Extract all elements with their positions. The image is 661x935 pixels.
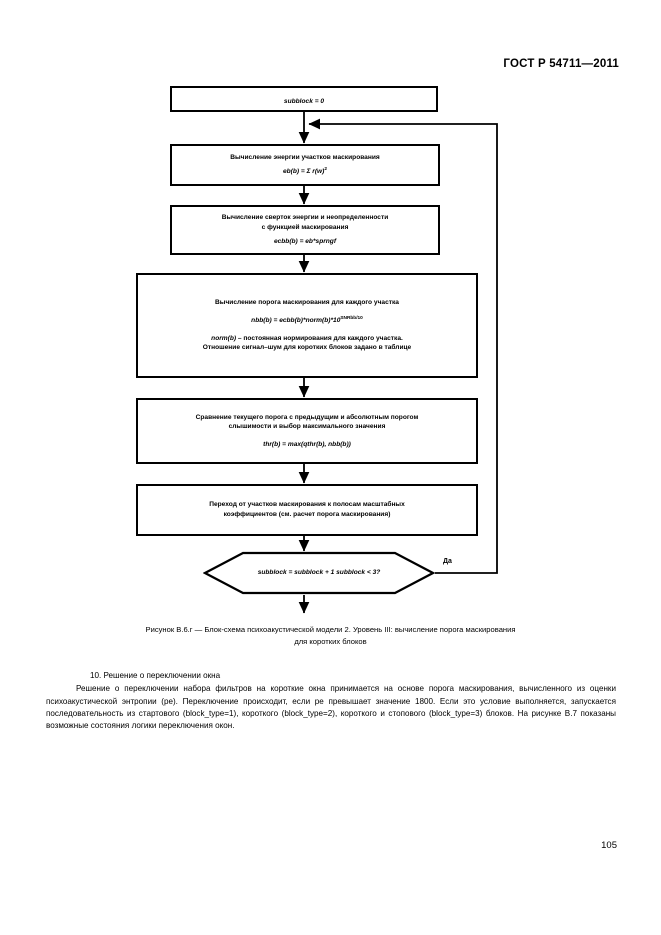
flow-node-compare: Сравнение текущего порога с предыдущим и…: [136, 398, 478, 464]
flow-node-mapping-title-line2: коэффициентов (см. расчет порога маскиро…: [223, 511, 391, 518]
decision-hexagon-shape: [203, 551, 435, 595]
figure-caption-line1: Рисунок В.6.г — Блок-схема психоакустиче…: [145, 625, 516, 634]
figure-caption-line2: для коротких блоков: [294, 636, 367, 646]
flow-node-threshold-note-symbol: norm(b): [211, 334, 237, 342]
flow-node-decision-text: subblock = subblock + 1 subblock < 3?: [258, 568, 381, 578]
flow-node-threshold-formula-exponent: SNRbb/10: [340, 315, 363, 321]
flow-node-compare-title-line2: слышимости и выбор максимального значени…: [228, 423, 386, 431]
flow-node-convolution-title-line1: Вычисление сверток энергии и неопределен…: [221, 214, 389, 222]
flow-node-threshold-note-line2: Отношение сигнал–шум для коротких блоков…: [202, 344, 412, 352]
section-heading: 10. Решение о переключении окна: [90, 671, 221, 680]
figure-caption: Рисунок В.6.г — Блок-схема психоакустиче…: [0, 624, 661, 648]
flow-node-compare-formula: thr(b) = max(qthr(b), nbb(b)): [263, 440, 351, 448]
flow-node-start: subblock = 0: [170, 86, 438, 112]
flow-node-decision-line2: subblock < 3?: [336, 569, 381, 577]
flow-node-start-text: subblock = 0: [283, 97, 325, 105]
flow-node-decision: subblock = subblock + 1 subblock < 3?: [203, 551, 435, 595]
flowchart-connectors: [298, 112, 498, 614]
flow-node-compare-title-line1: Сравнение текущего порога с предыдущим и…: [195, 413, 419, 421]
flow-node-threshold-title: Вычисление порога маскирования для каждо…: [215, 299, 399, 307]
flow-edge-label-yes: Да: [443, 558, 452, 565]
flow-node-threshold-note-text: – постоянная нормирования для каждого уч…: [236, 334, 403, 342]
flow-node-threshold-note-line1: norm(b) – постоянная нормирования для ка…: [211, 334, 403, 344]
flow-node-threshold-formula: nbb(b) = ecbb(b)*norm(b)*10SNRbb/10: [251, 315, 363, 325]
flowchart-diagram: subblock = 0 Вычисление энергии участков…: [136, 86, 498, 614]
flow-node-energy-formula: eb(b) = Σ r(w)2: [282, 167, 328, 176]
document-standard-header: ГОСТ Р 54711—2011: [503, 58, 619, 70]
body-text-block: 10. Решение о переключении окна Решение …: [46, 670, 616, 732]
flow-node-energy-title: Вычисление энергии участков маскирования: [230, 153, 380, 161]
flow-node-convolution: Вычисление сверток энергии и неопределен…: [170, 205, 440, 255]
flow-node-energy-formula-exponent: 2: [324, 167, 328, 173]
flow-node-decision-line1: subblock = subblock + 1: [257, 569, 335, 577]
flow-node-mapping: Переход от участков маскирования к полос…: [136, 484, 478, 536]
flow-node-energy: Вычисление энергии участков маскирования…: [170, 144, 440, 186]
page-number: 105: [601, 840, 617, 851]
flow-node-threshold: Вычисление порога маскирования для каждо…: [136, 273, 478, 378]
section-paragraph: Решение о переключении набора фильтров н…: [46, 684, 616, 731]
flow-node-convolution-formula: ecbb(b) = eb*sprngf: [273, 238, 337, 246]
flow-node-mapping-title-line1: Переход от участков маскирования к полос…: [209, 501, 405, 509]
flow-node-convolution-title-line2: с функцией маскирования: [261, 223, 349, 231]
